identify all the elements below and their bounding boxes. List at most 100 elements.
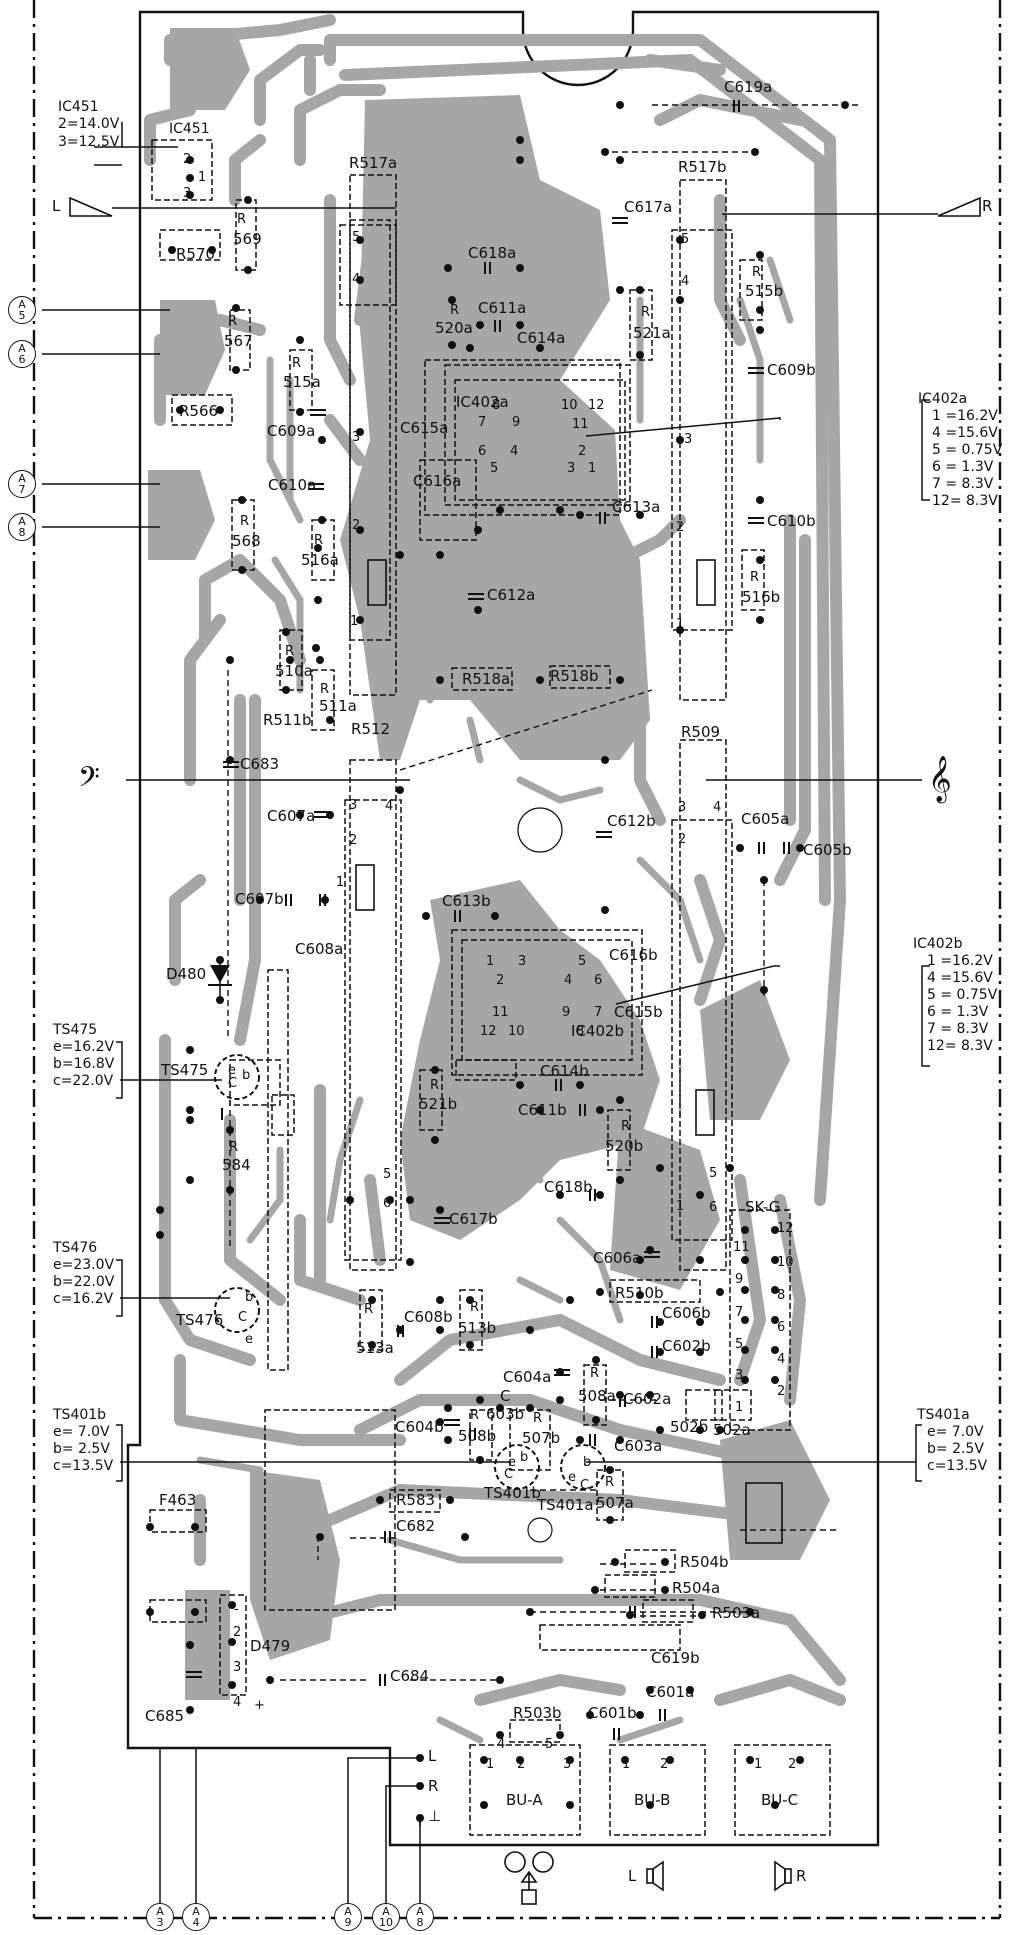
r509-pin-5: 5 xyxy=(709,1166,718,1181)
label-c604b: C604b xyxy=(395,1418,444,1436)
label-r-521b: R xyxy=(430,1078,440,1093)
annotation-ts476-line: c=16.2V xyxy=(53,1291,114,1307)
bua-pin-3: 3 xyxy=(563,1757,572,1772)
r509-pin-4: 4 xyxy=(713,800,722,815)
label-r520b: 520b xyxy=(605,1137,644,1155)
annotation-ts401b-title: TS401b xyxy=(53,1407,107,1423)
r517a-pin-3: 3 xyxy=(352,430,361,445)
label-r502a: 502a xyxy=(713,1421,751,1439)
r509-pin-6: 6 xyxy=(709,1200,718,1215)
r512-pin-4: 4 xyxy=(385,799,394,814)
annotation-ts401a-line: e= 7.0V xyxy=(927,1424,984,1440)
annotation-ic451-title: IC451 xyxy=(58,99,99,115)
diode-d480 xyxy=(208,960,232,1000)
skg-pin-8: 8 xyxy=(777,1288,786,1303)
label-r515a: 515a xyxy=(283,373,321,391)
label-c619a: C619a xyxy=(724,78,773,96)
annotation-ts475-line: e=16.2V xyxy=(53,1039,115,1055)
label-r-520b: R xyxy=(621,1119,631,1134)
label-bua: BU-A xyxy=(506,1791,543,1809)
ic451-pin-2: 2 xyxy=(183,152,192,167)
ic402a-pin-7: 7 xyxy=(478,415,487,430)
label-r508a: 508a xyxy=(578,1387,616,1405)
bass-clef-icon: 𝄢 xyxy=(78,761,100,801)
label-r-568: R xyxy=(240,514,250,529)
ts475-pin-c: C xyxy=(228,1076,238,1091)
label-c619b: C619b xyxy=(651,1649,700,1667)
skg-pin-11: 11 xyxy=(733,1240,750,1255)
skg-pin-4: 4 xyxy=(777,1352,786,1367)
label-r504a: R504a xyxy=(672,1579,721,1597)
annotation-ic402a-line: 1 =16.2V xyxy=(932,408,998,424)
channel-left-label: L xyxy=(52,197,61,215)
r509-pin-1: 1 xyxy=(676,1199,685,1214)
label-c603a: C603a xyxy=(614,1437,663,1455)
label-c616a: C616a xyxy=(413,472,462,490)
r503b-pin-5: 5 xyxy=(545,1737,554,1752)
annotation-ts476: TS476 e=23.0V b=22.0V c=16.2V xyxy=(53,1240,114,1308)
r509-pin-2: 2 xyxy=(678,832,687,847)
ic402a-pin-2: 2 xyxy=(578,444,587,459)
r517a-pin-1: 1 xyxy=(350,614,359,629)
r509-pin-3: 3 xyxy=(678,800,687,815)
label-c610b: C610b xyxy=(767,512,816,530)
label-r503a: R503a xyxy=(712,1604,761,1622)
ts401a-pin-e: e xyxy=(568,1470,576,1485)
r512-pin-1: 1 xyxy=(336,875,345,890)
skg-pin-1: 1 xyxy=(735,1400,744,1415)
r512-pin-6: 6 xyxy=(383,1196,392,1211)
ic402b-pin-6: 6 xyxy=(594,973,603,988)
r517a-pin-2: 2 xyxy=(352,518,361,533)
leader-lines xyxy=(42,122,938,1905)
label-c614b: C614b xyxy=(540,1062,589,1080)
annotation-ic451-line: 2=14.0V xyxy=(58,116,120,132)
ic402a-pin-10: 10 xyxy=(561,398,578,413)
label-c606a: C606a xyxy=(593,1249,642,1267)
label-c606b: C606b xyxy=(662,1304,711,1322)
annotation-ic402b-line: 12= 8.3V xyxy=(927,1038,993,1054)
annotation-ts401a-line: b= 2.5V xyxy=(927,1441,984,1457)
label-f463: F463 xyxy=(159,1491,197,1509)
ic402b-pin-4: 4 xyxy=(564,973,573,988)
ic402a-pin-1: 1 xyxy=(588,461,597,476)
skg-pin-5: 5 xyxy=(735,1337,744,1352)
annotation-ic402a-line: 6 = 1.3V xyxy=(932,459,994,475)
label-r-515b: R xyxy=(752,265,762,280)
annotation-ic402a-line: 7 = 8.3V xyxy=(932,476,994,492)
label-r-513a: R xyxy=(364,1302,374,1317)
ic402a-pin-9: 9 xyxy=(512,415,521,430)
label-r-508a: R xyxy=(590,1366,600,1381)
label-c602b: C602b xyxy=(662,1337,711,1355)
label-c613a: C613a xyxy=(612,498,661,516)
label-r521b: 521b xyxy=(419,1095,458,1113)
annotation-ts475-title: TS475 xyxy=(53,1022,98,1038)
label-c617a: C617a xyxy=(624,198,673,216)
r517a-pin-4: 4 xyxy=(352,272,361,287)
label-c607b: C607b xyxy=(235,890,284,908)
label-r512: R512 xyxy=(351,720,391,738)
label-r502b: 502b xyxy=(670,1418,709,1436)
label-c610a: C610a xyxy=(268,476,317,494)
capacitor-symbols xyxy=(186,100,790,1740)
d479-pin-2: 2 xyxy=(233,1625,242,1640)
label-r520a: 520a xyxy=(435,319,473,337)
r517b-pin-5: 5 xyxy=(681,232,690,247)
label-c603b: 603b xyxy=(486,1405,525,1423)
label-r-515a: R xyxy=(292,356,302,371)
annotation-ic402b-line: 6 = 1.3V xyxy=(927,1004,989,1020)
ic402b-pin-11: 11 xyxy=(492,1005,509,1020)
ic402b-pin-3: 3 xyxy=(518,954,527,969)
label-r504b: R504b xyxy=(680,1553,729,1571)
label-r-516b: R xyxy=(750,570,760,585)
d479-pin-3: 3 xyxy=(233,1660,242,1675)
skg-pin-2: 2 xyxy=(777,1384,786,1399)
ic451-pin-1: 1 xyxy=(198,170,207,185)
ts401b-pin-c: C xyxy=(504,1467,514,1482)
label-r507a: 507a xyxy=(596,1494,634,1512)
label-r567: 567 xyxy=(224,332,253,350)
